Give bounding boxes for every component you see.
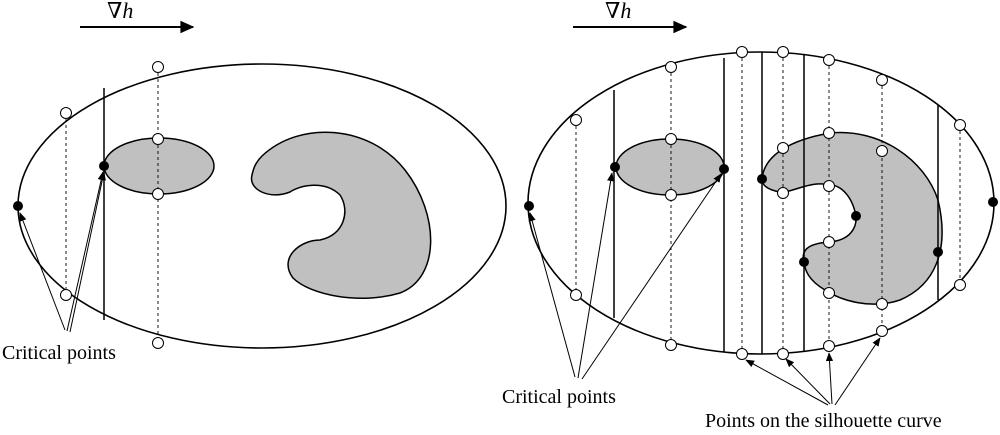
open-point xyxy=(876,325,888,337)
critical-point xyxy=(13,201,23,211)
open-point xyxy=(823,236,835,248)
open-point xyxy=(954,119,966,131)
open-point xyxy=(152,337,164,349)
open-point xyxy=(777,46,789,58)
oval-obstacle xyxy=(103,137,215,195)
open-point xyxy=(823,54,835,66)
open-point xyxy=(60,289,72,301)
open-point xyxy=(823,127,835,139)
kidney-obstacle xyxy=(250,131,432,299)
open-point xyxy=(823,287,835,299)
open-point xyxy=(152,133,164,145)
critical-point xyxy=(524,201,534,211)
callout-arrow xyxy=(745,359,829,406)
open-point xyxy=(777,142,789,154)
callout-arrow xyxy=(825,352,834,405)
critical-point xyxy=(719,164,729,174)
open-point xyxy=(665,61,677,73)
gradient-label: ∇h xyxy=(107,0,133,23)
open-point xyxy=(876,74,888,86)
open-point xyxy=(823,180,835,192)
critical-point xyxy=(799,257,809,267)
callout-arrow xyxy=(581,173,722,380)
oval-obstacle xyxy=(615,138,725,196)
callout-arrow xyxy=(785,358,831,405)
critical-points-label: Critical points xyxy=(502,386,616,408)
critical-points-label: Critical points xyxy=(2,342,116,364)
critical-point xyxy=(933,247,943,257)
open-point xyxy=(876,145,888,157)
callout-arrow xyxy=(577,172,615,379)
open-point xyxy=(823,340,835,352)
open-point xyxy=(665,189,677,201)
open-point xyxy=(876,298,888,310)
right-panel: ∇h xyxy=(502,0,998,432)
critical-point xyxy=(757,174,767,184)
open-point xyxy=(665,133,677,145)
left-panel: ∇h Critical points xyxy=(2,0,507,364)
critical-point xyxy=(610,162,620,172)
callout-arrow xyxy=(528,212,576,378)
open-point xyxy=(152,61,164,73)
open-point xyxy=(665,339,677,351)
open-point xyxy=(777,187,789,199)
open-point xyxy=(777,348,789,360)
silhouette-points-label: Points on the silhouette curve xyxy=(705,410,942,432)
critical-point xyxy=(988,197,998,207)
critical-point xyxy=(851,211,861,221)
callout-arrow xyxy=(19,212,66,331)
open-point xyxy=(570,114,582,126)
open-point xyxy=(736,348,748,360)
callout-arrow xyxy=(69,171,106,333)
gradient-label: ∇h xyxy=(605,0,631,23)
workspace-boundary xyxy=(17,63,507,349)
open-point xyxy=(60,107,72,119)
callout-arrow xyxy=(834,337,881,406)
open-point xyxy=(954,279,966,291)
open-point xyxy=(570,289,582,301)
open-point xyxy=(152,188,164,200)
callout-arrow xyxy=(66,171,105,332)
open-point xyxy=(736,46,748,58)
critical-point xyxy=(99,161,109,171)
